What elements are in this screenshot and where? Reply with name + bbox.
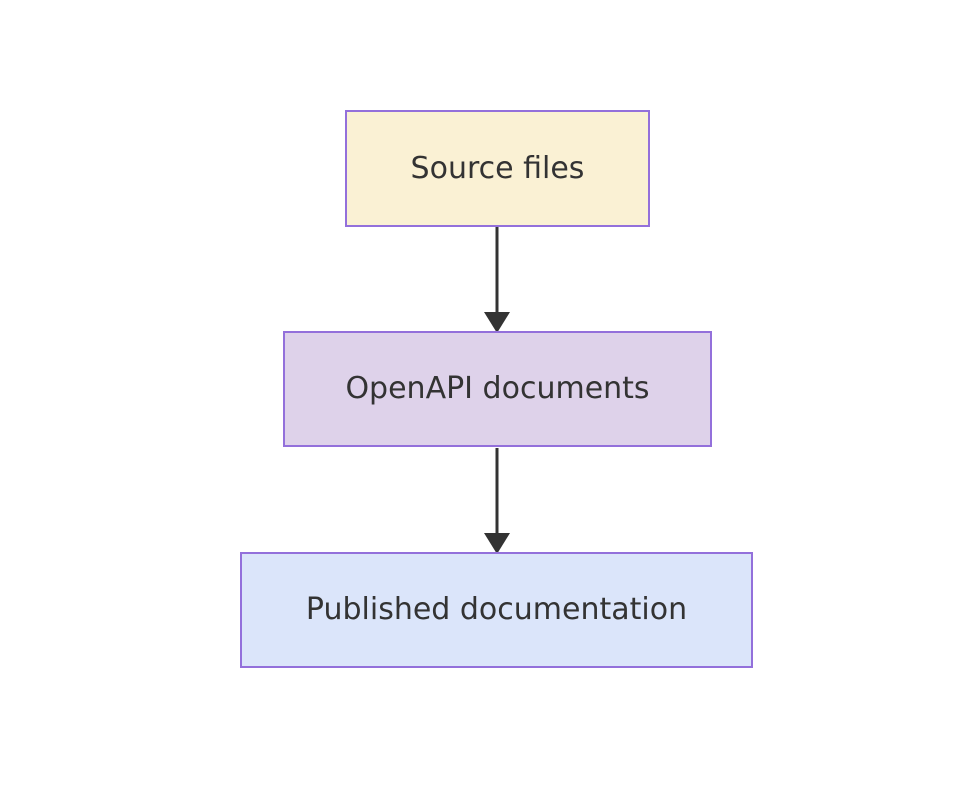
node-source-files-label: Source files [410, 150, 585, 186]
node-published-documentation-label: Published documentation [305, 592, 688, 627]
node-openapi-documents: OpenAPI documents [283, 331, 712, 447]
arrowhead-source-to-openapi-icon [484, 312, 510, 333]
arrowhead-openapi-to-published-icon [484, 533, 510, 554]
node-published-documentation: Published documentation [240, 552, 753, 668]
node-openapi-documents-label: OpenAPI documents [345, 371, 650, 406]
node-source-files: Source files [345, 110, 650, 227]
